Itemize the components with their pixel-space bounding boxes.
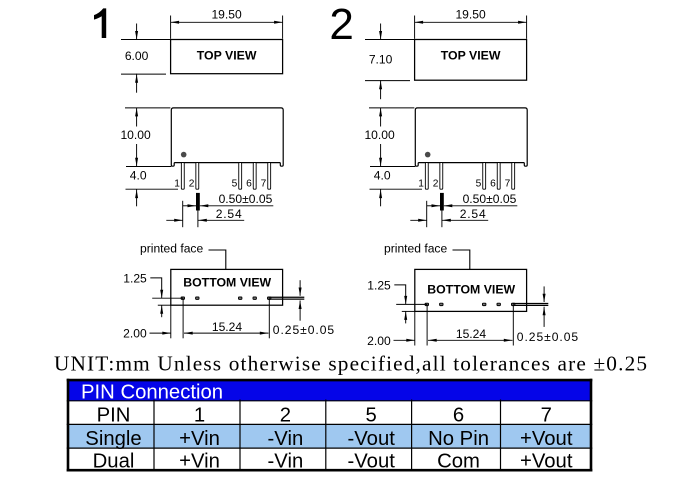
svg-text:1: 1	[418, 178, 424, 189]
svg-text:1.25: 1.25	[367, 278, 391, 292]
svg-text:2.54: 2.54	[460, 207, 487, 221]
svg-text:7: 7	[261, 178, 267, 189]
svg-text:PIN: PIN	[97, 405, 131, 427]
svg-text:0.25±0.05: 0.25±0.05	[273, 323, 335, 337]
svg-text:7: 7	[505, 178, 511, 189]
svg-text:2: 2	[329, 0, 353, 49]
svg-text:6.00: 6.00	[125, 49, 149, 63]
svg-text:10.00: 10.00	[364, 128, 395, 142]
svg-text:PIN Connection: PIN Connection	[81, 382, 223, 404]
svg-text:-Vin: -Vin	[268, 450, 304, 472]
svg-text:No Pin: No Pin	[428, 428, 489, 450]
svg-text:2: 2	[280, 405, 291, 427]
svg-text:printed face: printed face	[384, 242, 447, 256]
svg-text:Single: Single	[85, 428, 141, 450]
svg-text:10.00: 10.00	[120, 128, 151, 142]
svg-text:2: 2	[433, 178, 439, 189]
svg-text:2.54: 2.54	[216, 207, 243, 221]
svg-text:6: 6	[490, 178, 496, 189]
svg-text:6: 6	[246, 178, 252, 189]
svg-text:2.00: 2.00	[367, 334, 391, 348]
svg-text:BOTTOM VIEW: BOTTOM VIEW	[183, 276, 271, 290]
svg-text:+Vin: +Vin	[179, 428, 220, 450]
svg-text:BOTTOM VIEW: BOTTOM VIEW	[427, 283, 515, 297]
svg-text:2.00: 2.00	[123, 327, 147, 341]
svg-text:1: 1	[174, 178, 180, 189]
svg-text:0.50±0.05: 0.50±0.05	[463, 192, 517, 206]
svg-text:5: 5	[366, 405, 377, 427]
svg-text:7.10: 7.10	[369, 52, 393, 66]
svg-text:7: 7	[541, 405, 552, 427]
svg-text:5: 5	[232, 178, 238, 189]
svg-text:-Vout: -Vout	[348, 450, 396, 472]
svg-text:4.0: 4.0	[374, 168, 391, 182]
svg-text:0.25±0.05: 0.25±0.05	[517, 330, 579, 344]
svg-text:+Vout: +Vout	[520, 450, 573, 472]
svg-text:1: 1	[194, 405, 205, 427]
svg-text:TOP VIEW: TOP VIEW	[441, 49, 501, 63]
svg-text:2: 2	[189, 178, 195, 189]
svg-text:19.50: 19.50	[211, 8, 242, 22]
svg-text:15.24: 15.24	[456, 327, 487, 341]
svg-text:Dual: Dual	[93, 450, 135, 472]
svg-text:1.25: 1.25	[123, 271, 147, 285]
svg-text:19.50: 19.50	[455, 8, 486, 22]
svg-text:-Vout: -Vout	[348, 428, 396, 450]
svg-text:printed face: printed face	[140, 242, 203, 256]
svg-text:6: 6	[453, 405, 464, 427]
svg-text:5: 5	[476, 178, 482, 189]
svg-text:+Vout: +Vout	[520, 428, 573, 450]
svg-text:4.0: 4.0	[130, 168, 147, 182]
svg-text:TOP VIEW: TOP VIEW	[197, 49, 257, 63]
svg-text:UNIT:mm Unless otherwise speci: UNIT:mm Unless otherwise specified,all t…	[54, 352, 648, 376]
svg-text:15.24: 15.24	[212, 320, 243, 334]
svg-text:0.50±0.05: 0.50±0.05	[219, 192, 273, 206]
svg-text:+Vin: +Vin	[179, 450, 220, 472]
svg-text:-Vin: -Vin	[268, 428, 304, 450]
svg-text:Com: Com	[437, 450, 480, 472]
